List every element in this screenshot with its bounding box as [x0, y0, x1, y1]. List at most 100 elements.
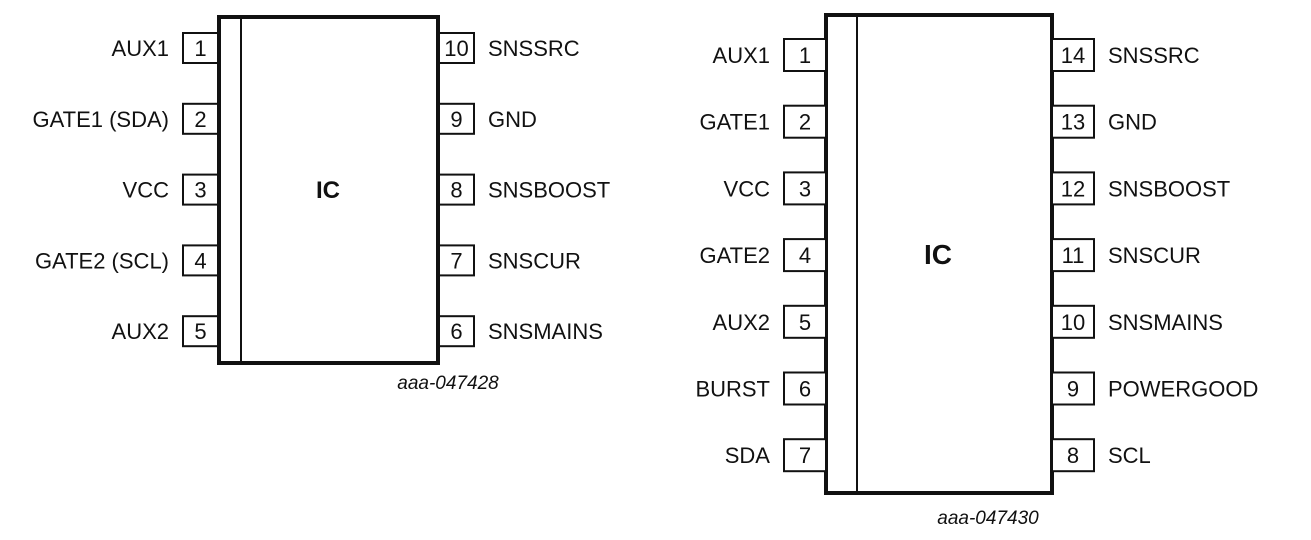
pin-number: 4 — [194, 248, 206, 273]
pin-box — [783, 171, 827, 206]
pin-box — [182, 32, 219, 64]
pin-2: 2 GATE1 (SDA) — [32, 102, 219, 135]
pin-box — [1051, 38, 1095, 72]
pin-2: 2 GATE1 — [699, 104, 827, 139]
pin-name: SCL — [1108, 443, 1151, 468]
pin-number: 14 — [1061, 43, 1085, 68]
pin-9: 9 POWERGOOD — [1051, 371, 1258, 406]
pin-6: 6 SNSMAINS — [438, 315, 603, 348]
pin-name: SNSMAINS — [1108, 310, 1223, 335]
pin-name: VCC — [724, 176, 771, 201]
pin-name: AUX1 — [713, 43, 770, 68]
pin-4: 4 GATE2 (SCL) — [35, 244, 219, 277]
pin-box — [1051, 304, 1095, 339]
pin-box — [438, 244, 475, 277]
pin-box — [438, 102, 475, 135]
pin-name: GND — [488, 107, 537, 132]
figure-caption: aaa-047430 — [937, 508, 1039, 529]
pin-box — [1051, 104, 1095, 139]
ic-body-label: IC — [316, 177, 340, 204]
pin-box — [182, 244, 219, 277]
pin-box — [783, 38, 827, 72]
pin-number: 2 — [194, 107, 206, 132]
pin-number: 2 — [799, 110, 811, 135]
pin-10: 10 SNSMAINS — [1051, 304, 1223, 339]
pin-box — [438, 173, 475, 206]
pin-name: SDA — [725, 443, 771, 468]
pin-box — [783, 238, 827, 273]
pin-number: 3 — [194, 178, 206, 203]
pin-name: GATE1 — [699, 110, 770, 135]
pin-9: 9 GND — [438, 102, 537, 135]
pin-box — [1051, 371, 1095, 406]
pin-box — [783, 371, 827, 406]
pin-number: 9 — [450, 107, 462, 132]
pin-number: 13 — [1061, 110, 1085, 135]
pin-number: 8 — [1067, 443, 1079, 468]
pin-box — [783, 104, 827, 139]
pin-box — [783, 304, 827, 339]
pin-number: 10 — [1061, 310, 1085, 335]
pin-number: 1 — [194, 36, 206, 61]
pin-name: SNSCUR — [488, 248, 581, 273]
pin-number: 7 — [799, 443, 811, 468]
pin-8: 8 SCL — [1051, 438, 1151, 473]
pin-name: VCC — [123, 178, 170, 203]
pin-box — [438, 32, 475, 64]
pin-name: POWERGOOD — [1108, 377, 1258, 402]
pin-name: SNSBOOST — [1108, 176, 1230, 201]
pin-1: 1 AUX1 — [112, 32, 219, 64]
pin-name: SNSBOOST — [488, 178, 610, 203]
pin-box — [182, 173, 219, 206]
pin-number: 10 — [444, 36, 468, 61]
pin-7: 7 SNSCUR — [438, 244, 581, 277]
pin-number: 8 — [450, 178, 462, 203]
pin-name: GATE2 — [699, 243, 770, 268]
pin-box — [182, 102, 219, 135]
pin-number: 6 — [799, 377, 811, 402]
pin-1: 1 AUX1 — [713, 38, 827, 72]
pin-name: SNSCUR — [1108, 243, 1201, 268]
pin-name: SNSSRC — [1108, 43, 1200, 68]
pin-number: 11 — [1062, 243, 1085, 268]
ic-14-pin-package: IC aaa-047430 1AUX12GATE13VCC4GATE25AUX2… — [695, 13, 1258, 529]
pin-name: SNSMAINS — [488, 319, 603, 344]
pin-box — [1051, 171, 1095, 206]
pin-7: 7 SDA — [725, 438, 827, 473]
pin-number: 7 — [450, 248, 462, 273]
pin-name: AUX2 — [112, 319, 169, 344]
pin-number: 4 — [799, 243, 811, 268]
ic-body — [217, 15, 440, 365]
pin-name: AUX1 — [112, 36, 169, 61]
pin-11: 11 SNSCUR — [1051, 238, 1201, 273]
pin-box — [1051, 238, 1095, 273]
pin-5: 5 AUX2 — [713, 304, 827, 339]
pin-5: 5 AUX2 — [112, 315, 219, 348]
pin-box — [438, 315, 475, 348]
pin-number: 5 — [194, 319, 206, 344]
pin-box — [1051, 438, 1095, 473]
pin-4: 4 GATE2 — [699, 238, 827, 273]
pin-number: 1 — [799, 43, 811, 68]
pin-number: 9 — [1067, 377, 1079, 402]
pin-name: BURST — [695, 377, 770, 402]
pin-3: 3 VCC — [724, 171, 827, 206]
pin-box — [783, 438, 827, 473]
pin-name: GND — [1108, 110, 1157, 135]
pin-14: 14 SNSSRC — [1051, 38, 1200, 72]
figure-caption: aaa-047428 — [397, 373, 499, 394]
pin-12: 12 SNSBOOST — [1051, 171, 1230, 206]
pin-number: 3 — [799, 176, 811, 201]
ic-10-pin-package: IC aaa-047428 1 AUX1 2 GATE1 (SDA) 3 VCC 4 GATE… — [32, 15, 610, 394]
pin-name: GATE1 (SDA) — [32, 107, 169, 132]
pin-name: GATE2 (SCL) — [35, 248, 169, 273]
pin-number: 6 — [450, 319, 462, 344]
pin-3: 3 VCC — [123, 173, 219, 206]
pin-number: 12 — [1061, 176, 1085, 201]
pin-8: 8 SNSBOOST — [438, 173, 610, 206]
pin-number: 5 — [799, 310, 811, 335]
pin-box — [182, 315, 219, 348]
pin-name: AUX2 — [713, 310, 770, 335]
